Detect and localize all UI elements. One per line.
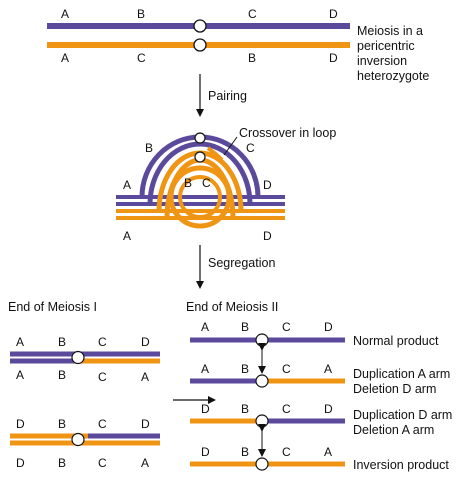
gene-label: C: [246, 141, 255, 155]
gene-label: A: [141, 456, 149, 470]
gene-label: C: [282, 362, 291, 376]
meiosis-1-products: A B C D A B C A D B C D D B C A: [10, 335, 160, 470]
description-line: Meiosis in a: [357, 24, 423, 38]
gene-label: C: [282, 445, 291, 459]
centromere: [194, 132, 206, 144]
inversion-loop: [116, 132, 285, 229]
centromere: [255, 457, 269, 471]
gene-label: A: [201, 320, 209, 334]
gene-label: B: [241, 362, 249, 376]
centromere: [255, 374, 269, 388]
gene-label: D: [263, 178, 272, 192]
gene-label: D: [263, 229, 272, 243]
gene-label: D: [141, 417, 150, 431]
meiosis-2-products: A B C D A B C A D B C D D B C A Normal p…: [190, 320, 452, 472]
gene-label: A: [201, 362, 209, 376]
gene-label: A: [61, 51, 69, 65]
gene-label: A: [123, 178, 131, 192]
step-label-segregation: Segregation: [208, 256, 275, 270]
gene-label: A: [61, 7, 69, 21]
description-line: pericentric: [357, 39, 415, 53]
centromere: [71, 350, 85, 365]
gene-label: B: [248, 51, 256, 65]
product-caption: Duplication D arm: [353, 408, 452, 422]
gene-label: D: [16, 417, 25, 431]
gene-label: D: [141, 335, 150, 349]
gene-label: D: [324, 402, 333, 416]
gene-label: D: [324, 320, 333, 334]
centromere: [193, 38, 207, 52]
heading-meiosis-2: End of Meiosis II: [186, 300, 278, 314]
gene-label: A: [141, 370, 149, 384]
gene-label: C: [202, 176, 211, 190]
gene-label: B: [241, 320, 249, 334]
gene-label: C: [248, 7, 257, 21]
gene-label: B: [241, 445, 249, 459]
centromere: [71, 432, 85, 447]
gene-label: B: [241, 402, 249, 416]
description-line: inversion: [357, 54, 407, 68]
centromere: [194, 151, 206, 163]
gene-label: B: [58, 417, 66, 431]
gene-label: D: [201, 402, 210, 416]
crossover-annotation: Crossover in loop: [239, 126, 336, 140]
gene-label: C: [98, 335, 107, 349]
product-caption: Deletion A arm: [353, 423, 434, 437]
gene-label: B: [58, 368, 66, 382]
description-line: heterozygote: [357, 69, 429, 83]
gene-label: D: [16, 456, 25, 470]
gene-label: C: [282, 320, 291, 334]
step-label-pairing: Pairing: [208, 89, 247, 103]
crossover-pointer: [223, 136, 238, 156]
gene-label: C: [98, 370, 107, 384]
gene-label: A: [123, 229, 131, 243]
gene-label: C: [98, 456, 107, 470]
gene-label: B: [145, 141, 153, 155]
top-chromosome-pair: A B C D A C B D Meiosis in a pericentric…: [47, 7, 429, 83]
gene-label: B: [137, 7, 145, 21]
gene-label: A: [324, 362, 332, 376]
gene-label: D: [201, 445, 210, 459]
gene-label: D: [329, 7, 338, 21]
gene-label: A: [16, 368, 24, 382]
gene-label: C: [98, 417, 107, 431]
gene-label: A: [324, 445, 332, 459]
centromere: [193, 19, 207, 33]
gene-label: C: [137, 51, 146, 65]
gene-label: D: [329, 51, 338, 65]
gene-label: C: [282, 402, 291, 416]
product-caption: Duplication A arm: [353, 367, 450, 381]
gene-label: B: [184, 176, 192, 190]
product-caption: Normal product: [353, 334, 439, 348]
product-caption: Deletion D arm: [353, 382, 436, 396]
gene-label: B: [58, 335, 66, 349]
heading-meiosis-1: End of Meiosis I: [8, 300, 97, 314]
gene-label: A: [16, 335, 24, 349]
product-caption: Inversion product: [353, 458, 449, 472]
centromere: [255, 414, 269, 428]
gene-label: B: [58, 456, 66, 470]
centromere: [255, 333, 269, 347]
